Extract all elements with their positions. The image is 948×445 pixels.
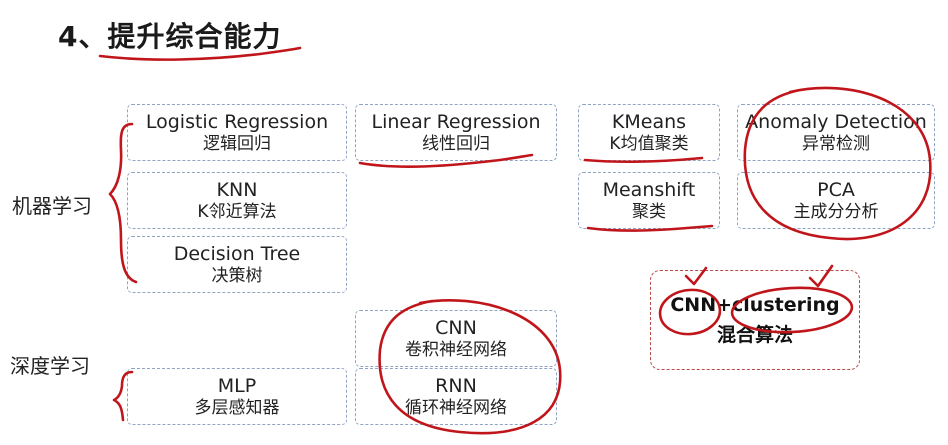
box-kmeans: KMeans K均值聚类 — [578, 104, 720, 161]
category-deep-learning: 深度学习 — [10, 354, 90, 378]
category-machine-learning: 机器学习 — [12, 194, 92, 218]
box-rnn-cn: 循环神经网络 — [405, 397, 507, 418]
box-kmeans-en: KMeans — [611, 110, 687, 133]
box-knn: KNN K邻近算法 — [127, 172, 347, 229]
box-cnn-cn: 卷积神经网络 — [405, 339, 507, 360]
box-anomaly-detection-en: Anomaly Detection — [745, 110, 927, 133]
box-rnn-en: RNN — [435, 374, 477, 397]
box-linear-regression: Linear Regression 线性回归 — [355, 104, 557, 161]
page-title: 4、提升综合能力 — [58, 20, 282, 53]
box-pca: PCA 主成分分析 — [737, 172, 935, 229]
box-knn-en: KNN — [216, 178, 258, 201]
box-hybrid-algorithm: CNN+clustering 混合算法 — [650, 270, 860, 370]
box-logistic-regression-en: Logistic Regression — [145, 110, 329, 133]
box-decision-tree-cn: 决策树 — [211, 265, 263, 286]
box-linear-regression-en: Linear Regression — [371, 110, 541, 133]
box-decision-tree: Decision Tree 决策树 — [127, 236, 347, 293]
box-mlp-cn: 多层感知器 — [194, 397, 280, 418]
box-mlp: MLP 多层感知器 — [127, 368, 347, 425]
box-rnn: RNN 循环神经网络 — [355, 368, 557, 425]
box-anomaly-detection-cn: 异常检测 — [802, 133, 870, 154]
hybrid-en: CNN+clustering — [670, 293, 840, 316]
box-meanshift-cn: 聚类 — [632, 201, 666, 222]
box-logistic-regression-cn: 逻辑回归 — [203, 133, 271, 154]
box-meanshift-en: Meanshift — [602, 178, 696, 201]
box-cnn-en: CNN — [435, 316, 477, 339]
box-cnn: CNN 卷积神经网络 — [355, 310, 557, 367]
box-meanshift: Meanshift 聚类 — [578, 172, 720, 229]
box-knn-cn: K邻近算法 — [197, 201, 277, 222]
box-anomaly-detection: Anomaly Detection 异常检测 — [737, 104, 935, 161]
box-mlp-en: MLP — [217, 374, 257, 397]
box-pca-en: PCA — [817, 178, 855, 201]
box-decision-tree-en: Decision Tree — [173, 242, 301, 265]
box-linear-regression-cn: 线性回归 — [422, 133, 490, 154]
box-logistic-regression: Logistic Regression 逻辑回归 — [127, 104, 347, 161]
box-pca-cn: 主成分分析 — [793, 201, 879, 222]
box-kmeans-cn: K均值聚类 — [609, 133, 689, 154]
hybrid-cn: 混合算法 — [716, 323, 793, 346]
